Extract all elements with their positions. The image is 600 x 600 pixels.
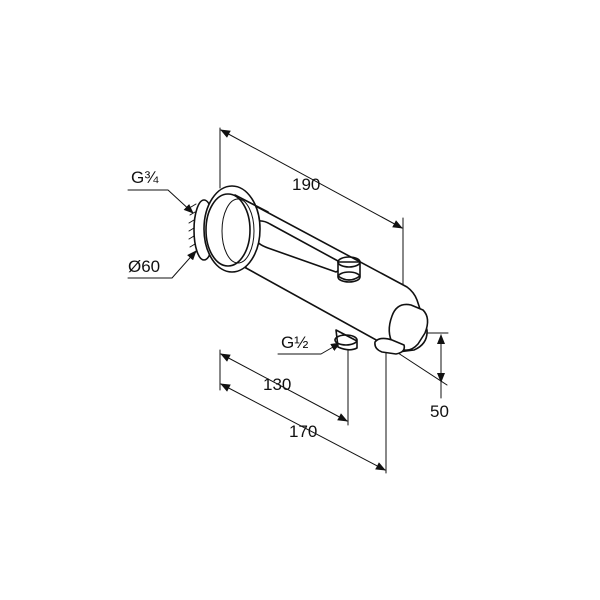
diverter-knob <box>337 256 361 283</box>
outlet-connector <box>335 329 358 351</box>
label-d60: Ø60 <box>128 257 160 276</box>
extension-lines <box>219 127 449 474</box>
leader-d60: Ø60 <box>127 250 197 279</box>
spout-outlet <box>374 337 406 355</box>
dimension-190: 190 <box>220 129 403 229</box>
spout-tube <box>234 194 428 353</box>
label-50: 50 <box>430 402 449 421</box>
label-g34: G¾ <box>131 168 159 187</box>
wall-flange <box>203 185 261 273</box>
spout <box>188 185 429 355</box>
label-130: 130 <box>263 375 291 394</box>
dimension-130: 130 <box>220 353 348 422</box>
dimension-170: 170 <box>220 383 386 471</box>
dimension-50: 50 <box>430 334 449 421</box>
label-190: 190 <box>292 175 320 194</box>
leader-g12: G½ <box>277 333 341 355</box>
label-170: 170 <box>289 422 317 441</box>
leader-g34: G¾ <box>127 168 194 214</box>
spout-end-face <box>388 303 429 351</box>
label-g12: G½ <box>281 333 308 352</box>
